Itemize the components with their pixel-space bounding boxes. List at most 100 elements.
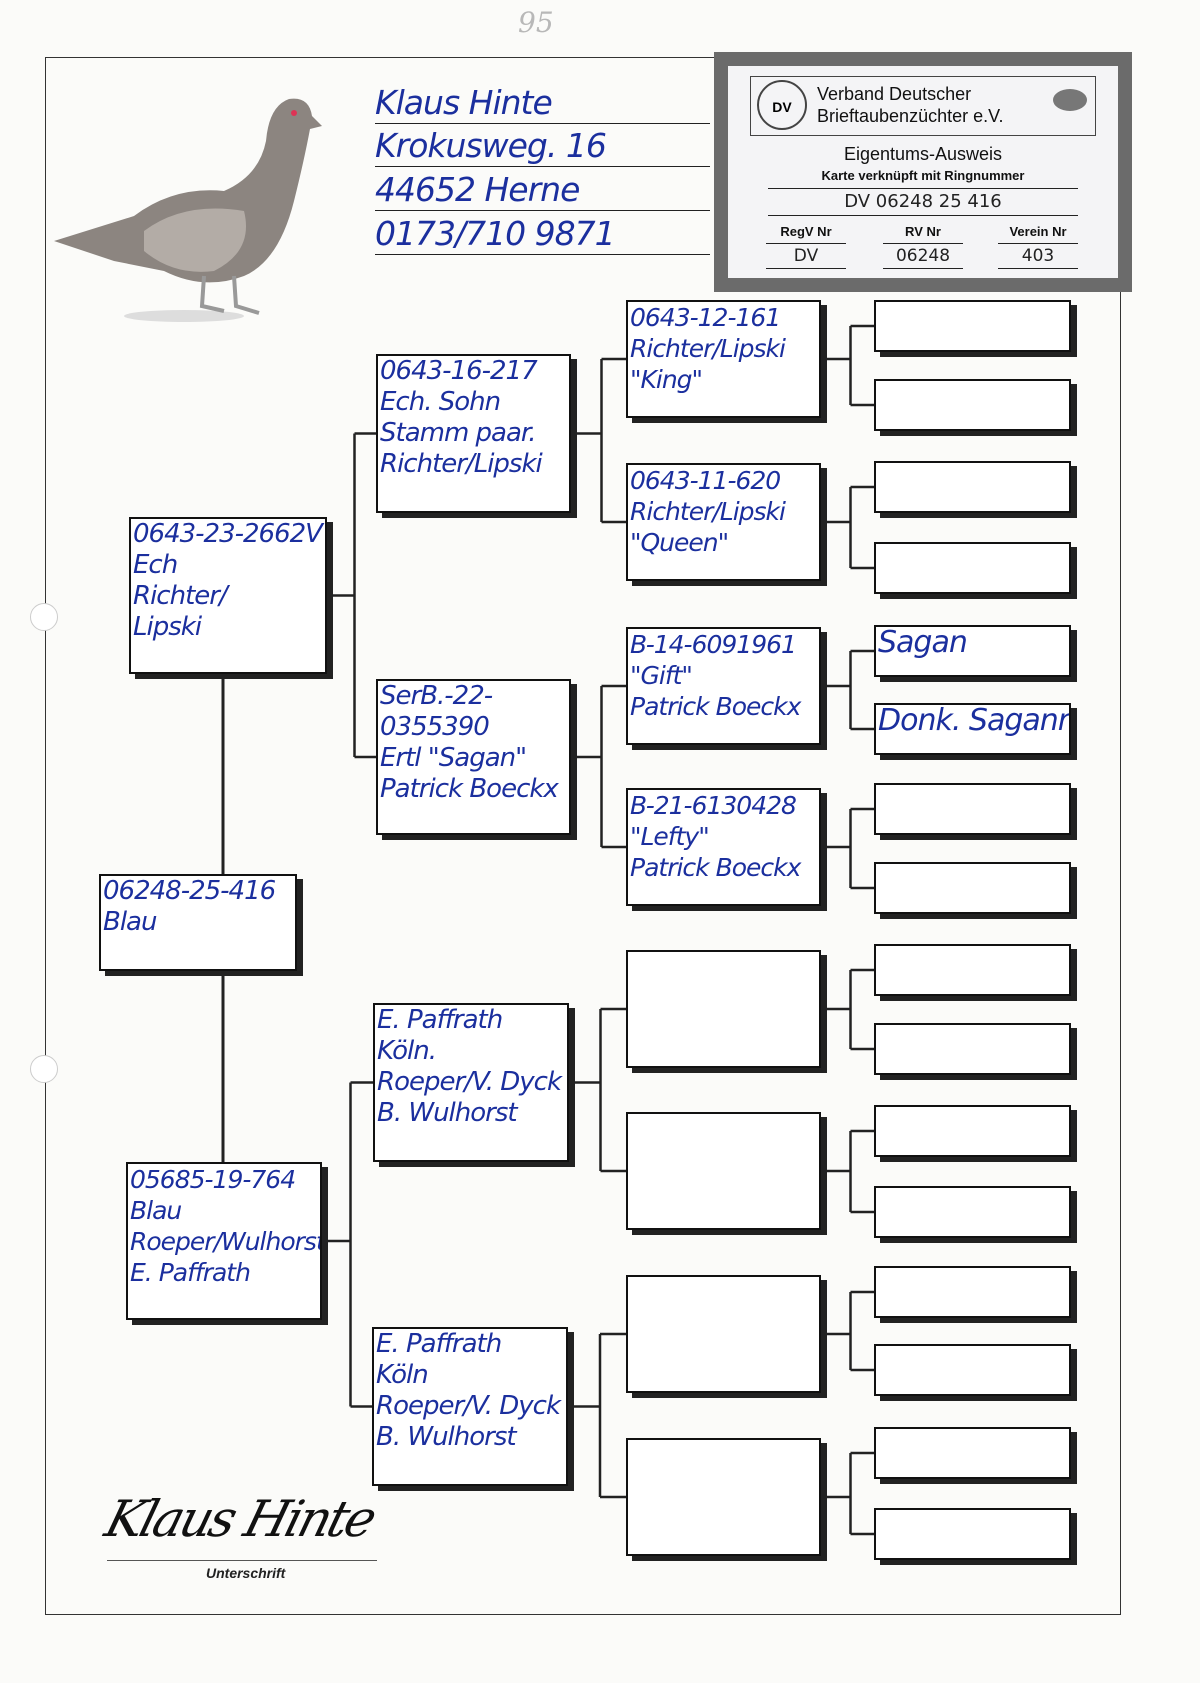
pedigree-gen4-box (874, 461, 1071, 513)
pedigree-entry-line: E. Paffrath (130, 1258, 251, 1287)
pedigree-entry-line: B-14-6091961 (630, 630, 797, 659)
pedigree-gen3-box (626, 1275, 821, 1393)
pedigree-gen4-box (874, 1344, 1071, 1396)
pedigree-entry-line: E. Paffrath (377, 1005, 503, 1035)
pedigree-entry-line: Ertl "Sagan" (380, 743, 527, 773)
pedigree-gen4-box (874, 1266, 1071, 1318)
pedigree-gen4-box (874, 862, 1071, 914)
ring-number: DV 06248 25 416 (768, 188, 1078, 216)
card-subtitle: Karte verknüpft mit Ringnummer (821, 168, 1025, 183)
pedigree-entry-line: 0643-11-620 (630, 466, 781, 495)
regv-value: DV (766, 244, 846, 269)
pedigree-entry-line: 0355390 (380, 712, 490, 742)
owner-name: Klaus Hinte (375, 83, 710, 124)
rv-field: RV Nr 06248 (883, 224, 963, 269)
pedigree-entry-line: E. Paffrath (376, 1329, 502, 1359)
signature: Klaus Hinte (99, 1490, 381, 1548)
pedigree-entry-line: Patrick Boeckx (380, 774, 559, 804)
pedigree-entry-line: Stamm paar. (380, 418, 537, 448)
pedigree-gen3-box (626, 950, 821, 1068)
verein-label: Verein Nr (998, 224, 1078, 244)
org-line-1: Verband Deutscher (817, 84, 972, 104)
pedigree-entry-line: 06248-25-416 (103, 876, 276, 906)
pedigree-entry-line: Roeper/Wulhorst (130, 1227, 322, 1256)
rv-value: 06248 (883, 244, 963, 269)
punch-hole (30, 1055, 58, 1083)
pedigree-entry-line: Ech (133, 550, 178, 580)
pigeon-image (54, 98, 322, 322)
pedigree-entry-line: Patrick Boeckx (630, 853, 801, 882)
pedigree-entry-line: Lipski (133, 612, 202, 642)
pedigree-gen4-box (874, 944, 1071, 996)
pedigree-gen4-box: Sagan (874, 625, 1071, 677)
pedigree-entry-line: Richter/Lipski (380, 449, 543, 479)
pedigree-entry-line: Roeper/V. Dyck (376, 1391, 561, 1421)
pedigree-entry-line: 0643-12-161 (630, 303, 781, 332)
regv-label: RegV Nr (766, 224, 846, 244)
pedigree-frame (45, 57, 1121, 1615)
owner-city: 44652 Herne (375, 170, 710, 211)
pedigree-entry-line: 0643-16-217 (380, 356, 538, 386)
pedigree-entry-line: Blau (130, 1196, 182, 1225)
pedigree-gen4-box (874, 783, 1071, 835)
pedigree-entry-line: "Queen" (630, 528, 729, 557)
pedigree-entry-line: B-21-6130428 (630, 791, 797, 820)
pedigree-entry-line: Ech. Sohn (380, 387, 501, 417)
owner-phone: 0173/710 9871 (375, 214, 710, 255)
pedigree-entry-line: 05685-19-764 (130, 1165, 296, 1194)
pedigree-gen3-box (626, 1112, 821, 1230)
association-logo: DV (757, 80, 807, 130)
pedigree-gen4-box (874, 1186, 1071, 1238)
pedigree-gen4-box (874, 1508, 1071, 1560)
pedigree-gen4-box (874, 379, 1071, 431)
pedigree-gen4-box (874, 1427, 1071, 1479)
pedigree-entry-line: Patrick Boeckx (630, 692, 801, 721)
pedigree-entry-line: Sagan (878, 625, 968, 660)
pedigree-gen4-box (874, 300, 1071, 352)
pedigree-gen3-box: B-21-6130428"Lefty"Patrick Boeckx (626, 788, 821, 906)
pedigree-gen4-box (874, 1023, 1071, 1075)
pedigree-entry-line: Köln (376, 1360, 429, 1390)
pedigree-gen4-box: Donk. Saganne (874, 703, 1071, 755)
association-name: Verband Deutscher Brieftaubenzüchter e.V… (817, 83, 1003, 127)
pedigree-gen3-box: B-14-6091961"Gift"Patrick Boeckx (626, 627, 821, 745)
pedigree-entry-line: "King" (630, 365, 703, 394)
pedigree-entry-line: Richter/ (133, 581, 228, 611)
signature-line (107, 1560, 377, 1561)
verein-value: 403 (998, 244, 1078, 269)
pedigree-entry-line: Köln. (377, 1036, 437, 1066)
regv-field: RegV Nr DV (766, 224, 846, 269)
pedigree-entry-line: Richter/Lipski (630, 334, 786, 363)
pedigree-entry-line: SerB.-22- (380, 681, 493, 711)
punch-hole (30, 603, 58, 631)
verein-field: Verein Nr 403 (998, 224, 1078, 269)
pedigree-entry-line: "Lefty" (630, 822, 710, 851)
pedigree-entry-line: Richter/Lipski (630, 497, 786, 526)
ownership-card: DV Verband Deutscher Brieftaubenzüchter … (714, 52, 1132, 292)
pedigree-gen4-box (874, 542, 1071, 594)
pedigree-entry-line: B. Wulhorst (376, 1422, 517, 1452)
rv-label: RV Nr (883, 224, 963, 244)
pedigree-entry-line: "Gift" (630, 661, 693, 690)
card-title: Eigentums-Ausweis (843, 144, 1003, 164)
owner-street: Krokusweg. 16 (375, 126, 710, 167)
pedigree-entry-line: Roeper/V. Dyck (377, 1067, 562, 1097)
pedigree-entry-line: Blau (103, 907, 157, 937)
pigeon-globe-icon (1053, 89, 1087, 111)
pedigree-entry-line: B. Wulhorst (377, 1098, 518, 1128)
pedigree-entry-line: 0643-23-2662V (133, 519, 323, 549)
pedigree-gen4-box (874, 1105, 1071, 1157)
signature-label: Unterschrift (206, 1565, 286, 1581)
page-number-mark: 95 (518, 6, 554, 39)
card-header: DV Verband Deutscher Brieftaubenzüchter … (750, 76, 1096, 136)
